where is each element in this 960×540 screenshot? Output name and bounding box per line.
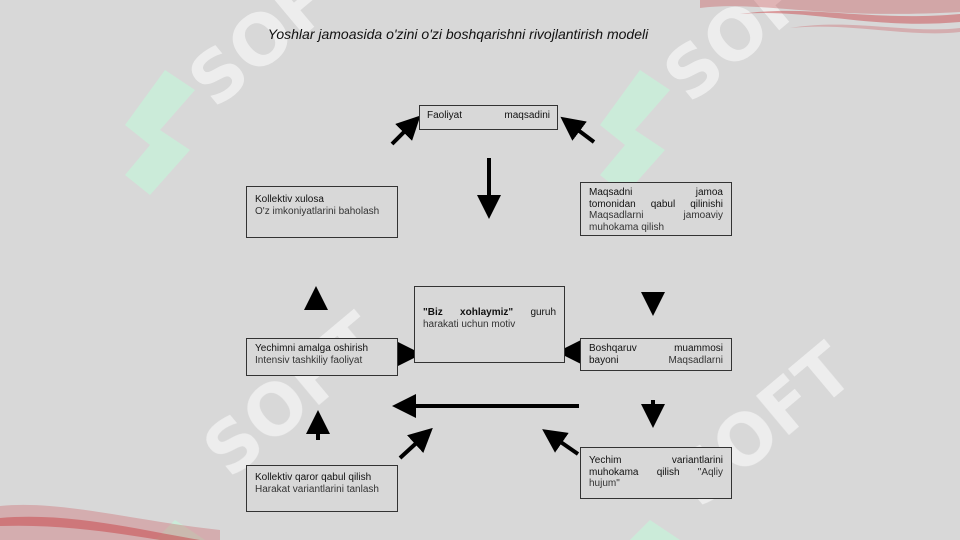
node-text: Harakat variantlarini tanlash: [255, 483, 379, 495]
node-text: tomonidan: [589, 198, 636, 210]
node-text: Yechim: [589, 455, 622, 466]
wave-bottom-left: [0, 504, 220, 540]
node-text: jamoa: [695, 187, 723, 198]
arrow-to-faoliyat-right: [560, 116, 596, 144]
node-text: "Aqliy: [697, 466, 723, 478]
node-text: qilish: [656, 466, 680, 478]
logo-mark: [125, 70, 680, 540]
node-yechim-variant: Yechim variantlarini muhokama qilish "Aq…: [580, 447, 732, 499]
node-text: O'z imkoniyatlarini baholash: [255, 205, 380, 217]
node-text: qabul: [650, 198, 676, 210]
node-text: Maqsadlarni: [589, 210, 644, 221]
node-text: Kollektiv qaror qabul qilish: [255, 472, 372, 483]
node-text: Intensiv tashkiliy faoliyat: [255, 354, 363, 366]
node-kollektiv-qaror: Kollektiv qaror qabul qilish Harakat var…: [246, 465, 398, 512]
node-faoliyat-maqsadi: Faoliyat maqsadini: [419, 105, 558, 130]
node-text: Yechimni amalga oshirish: [255, 343, 369, 354]
node-yechim-amalga: Yechimni amalga oshirish Intensiv tashki…: [246, 338, 398, 376]
node-text: muhokama qilish: [589, 221, 665, 233]
node-text: xohlaymiz": [460, 307, 514, 318]
node-text: muammosi: [674, 343, 723, 354]
node-kollektiv-xulosa: Kollektiv xulosa O'z imkoniyatlarini bah…: [246, 186, 398, 238]
node-text: Kollektiv xulosa: [255, 194, 324, 205]
node-text: Maqsadlarni: [668, 354, 723, 366]
wave-top-right: [700, 0, 960, 34]
arrow-from-variant: [542, 429, 580, 456]
node-text: Faoliyat: [427, 110, 463, 121]
node-text: hujum": [589, 478, 620, 489]
arrow-to-faoliyat-left: [390, 115, 421, 146]
node-text: bayoni: [589, 354, 619, 366]
node-boshqaruv: Boshqaruv muammosi bayoni Maqsadlarni: [580, 338, 732, 371]
node-center-motiv: "Biz xohlaymiz" guruh harakati uchun mot…: [414, 286, 565, 363]
node-text: variantlarini: [671, 455, 723, 466]
node-text: Maqsadni: [589, 187, 633, 198]
node-text: jamoaviy: [683, 210, 723, 221]
node-maqsad-qabul: Maqsadni jamoa tomonidan qabul qilinishi…: [580, 182, 732, 236]
node-text: harakati uchun motiv: [423, 318, 516, 330]
node-text: guruh: [530, 307, 557, 318]
node-text: qilinishi: [690, 198, 723, 210]
node-text: maqsadini: [504, 110, 550, 121]
node-text: Boshqaruv: [589, 343, 637, 354]
diagram-title: Yoshlar jamoasida o'zini o'zi boshqarish…: [267, 26, 649, 42]
node-text: muhokama: [589, 466, 639, 478]
arrow-to-yechim-from-qaror: [398, 427, 433, 460]
node-text: "Biz: [423, 307, 443, 318]
